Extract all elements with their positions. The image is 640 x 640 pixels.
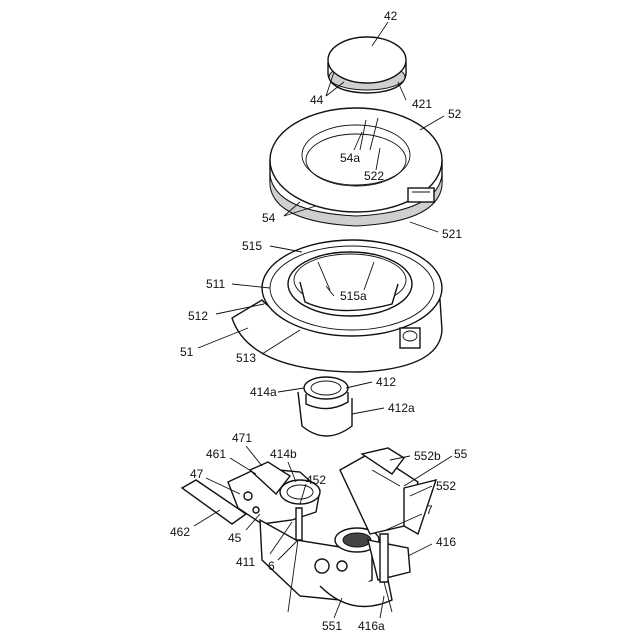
label-416: 416: [436, 535, 456, 549]
label-552b: 552b: [414, 449, 441, 463]
label-412: 412: [376, 375, 396, 389]
label-515: 515: [242, 239, 262, 253]
label-461: 461: [206, 447, 226, 461]
label-45: 45: [228, 531, 242, 545]
label-411: 411: [236, 555, 255, 569]
label-54a: 54a: [340, 151, 360, 165]
label-54: 54: [262, 211, 276, 225]
label-414b: 414b: [270, 447, 297, 461]
burner-body: [232, 240, 442, 372]
burner-cap: [328, 37, 406, 93]
label-552: 552: [436, 479, 456, 493]
label-44: 44: [310, 93, 324, 107]
nozzle-sleeve: [298, 377, 352, 436]
label-462: 462: [170, 525, 190, 539]
label-51: 51: [180, 345, 194, 359]
label-47: 47: [190, 467, 204, 481]
label-551: 551: [322, 619, 342, 633]
label-513: 513: [236, 351, 256, 365]
label-6: 6: [268, 559, 275, 573]
label-511: 511: [206, 277, 225, 291]
label-52: 52: [448, 107, 462, 121]
label-416a: 416a: [358, 619, 385, 633]
flame-ring: [270, 108, 442, 226]
label-55: 55: [454, 447, 468, 461]
label-471: 471: [232, 431, 252, 445]
label-512: 512: [188, 309, 208, 323]
label-42: 42: [384, 9, 398, 23]
label-421: 421: [412, 97, 432, 111]
label-412a: 412a: [388, 401, 415, 415]
label-515a: 515a: [340, 289, 367, 303]
label-452: 452: [306, 473, 326, 487]
label-414a: 414a: [250, 385, 277, 399]
label-7: 7: [426, 503, 433, 517]
label-522: 522: [364, 169, 384, 183]
label-521: 521: [442, 227, 462, 241]
